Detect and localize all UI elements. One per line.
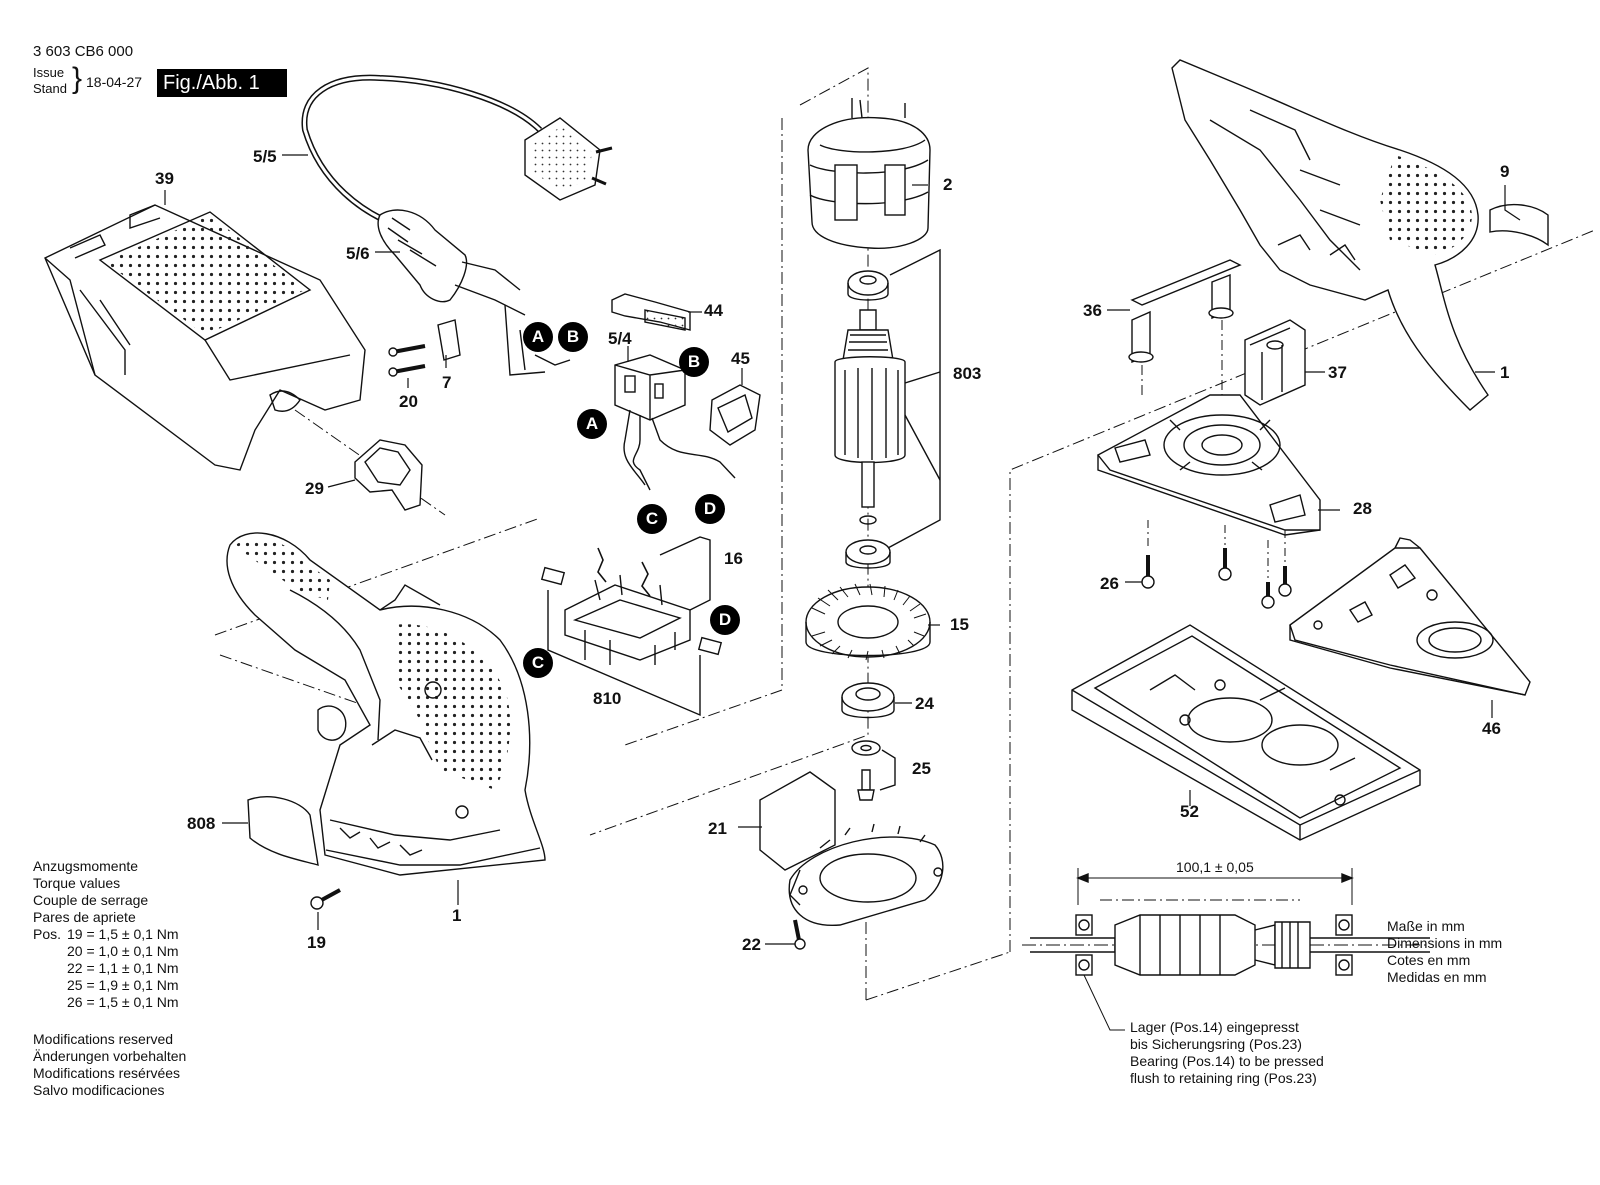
brace: } <box>72 62 83 95</box>
nozzle-29 <box>354 439 423 511</box>
sanding-plate-28 <box>1096 394 1321 536</box>
housing-left-1 <box>226 532 546 876</box>
connector-d-switch: D <box>695 494 725 524</box>
sanding-pad-46 <box>1289 537 1531 696</box>
support-36 <box>1128 259 1242 395</box>
armature-dimension-sketch <box>1022 868 1430 1031</box>
screw-25 <box>851 740 896 801</box>
screws-26 <box>1146 548 1287 600</box>
part-label-5-4: 5/4 <box>608 329 632 348</box>
fan-15 <box>805 583 931 661</box>
part-label-22: 22 <box>742 935 761 954</box>
screw-19 <box>310 888 341 910</box>
torque-pos-prefix: Pos. <box>33 926 62 942</box>
leader-lines <box>164 154 1521 945</box>
dust-box-39 <box>44 204 366 471</box>
stand-label: Stand <box>33 81 67 96</box>
fan-cover-21 <box>759 771 944 950</box>
doc-number: 3 603 CB6 000 <box>33 43 134 60</box>
armature-803 <box>834 248 941 569</box>
part-label-16: 16 <box>724 549 743 568</box>
field-coil-2 <box>807 98 931 249</box>
power-cord <box>301 74 613 376</box>
part-label-20: 20 <box>399 392 418 411</box>
part-label-9: 9 <box>1500 162 1510 181</box>
part-label-36: 36 <box>1083 301 1102 320</box>
part-label-810: 810 <box>593 689 622 708</box>
part-label-2: 2 <box>943 175 953 194</box>
figure-label: Fig./Abb. 1 <box>157 69 287 97</box>
connector-a-cord: A <box>523 322 553 352</box>
screw-heads-26 <box>1141 520 1292 609</box>
switch-assembly <box>611 293 761 491</box>
issue-label: Issue <box>33 65 65 80</box>
connector-b-switch: B <box>679 347 709 377</box>
part-label-26: 26 <box>1100 574 1119 593</box>
connector-c-switch: C <box>637 504 667 534</box>
part-label-5-6: 5/6 <box>346 244 370 263</box>
brush-holder-810 <box>540 536 723 717</box>
part-label-24: 24 <box>915 694 934 713</box>
part-label-5-5: 5/5 <box>253 147 277 166</box>
part-label-7: 7 <box>442 373 452 392</box>
part-label-21: 21 <box>708 819 727 838</box>
part-label-39: 39 <box>155 169 174 188</box>
part-label-19: 19 <box>307 933 326 952</box>
part-label-52: 52 <box>1180 802 1199 821</box>
issue-date: 18-04-27 <box>86 74 143 90</box>
part-label-28: 28 <box>1353 499 1372 518</box>
part-label-46: 46 <box>1482 719 1501 738</box>
connector-d-brush: D <box>710 605 740 635</box>
label-9 <box>1489 203 1549 247</box>
connector-b-cord: B <box>558 322 588 352</box>
part-label-15: 15 <box>950 615 969 634</box>
housing-right-1 <box>1171 59 1489 411</box>
part-label-45: 45 <box>731 349 750 368</box>
part-label-803: 803 <box>953 364 982 383</box>
part-label-25: 25 <box>912 759 931 778</box>
part-label-1-left: 1 <box>452 906 462 925</box>
part-label-29: 29 <box>305 479 324 498</box>
screws-20-clamp-7 <box>388 319 461 377</box>
part-label-44: 44 <box>704 301 723 320</box>
connector-c-brush: C <box>523 648 553 678</box>
part-label-1-right: 1 <box>1500 363 1510 382</box>
label-plate-808 <box>247 796 319 866</box>
holder-37 <box>1244 319 1306 406</box>
sanding-plate-52 <box>1071 624 1421 841</box>
part-label-37: 37 <box>1328 363 1347 382</box>
connector-a-switch: A <box>577 409 607 439</box>
dimension-value: 100,1 ± 0,05 <box>1176 859 1254 875</box>
bearing-24 <box>841 682 895 719</box>
part-label-808: 808 <box>187 814 216 833</box>
